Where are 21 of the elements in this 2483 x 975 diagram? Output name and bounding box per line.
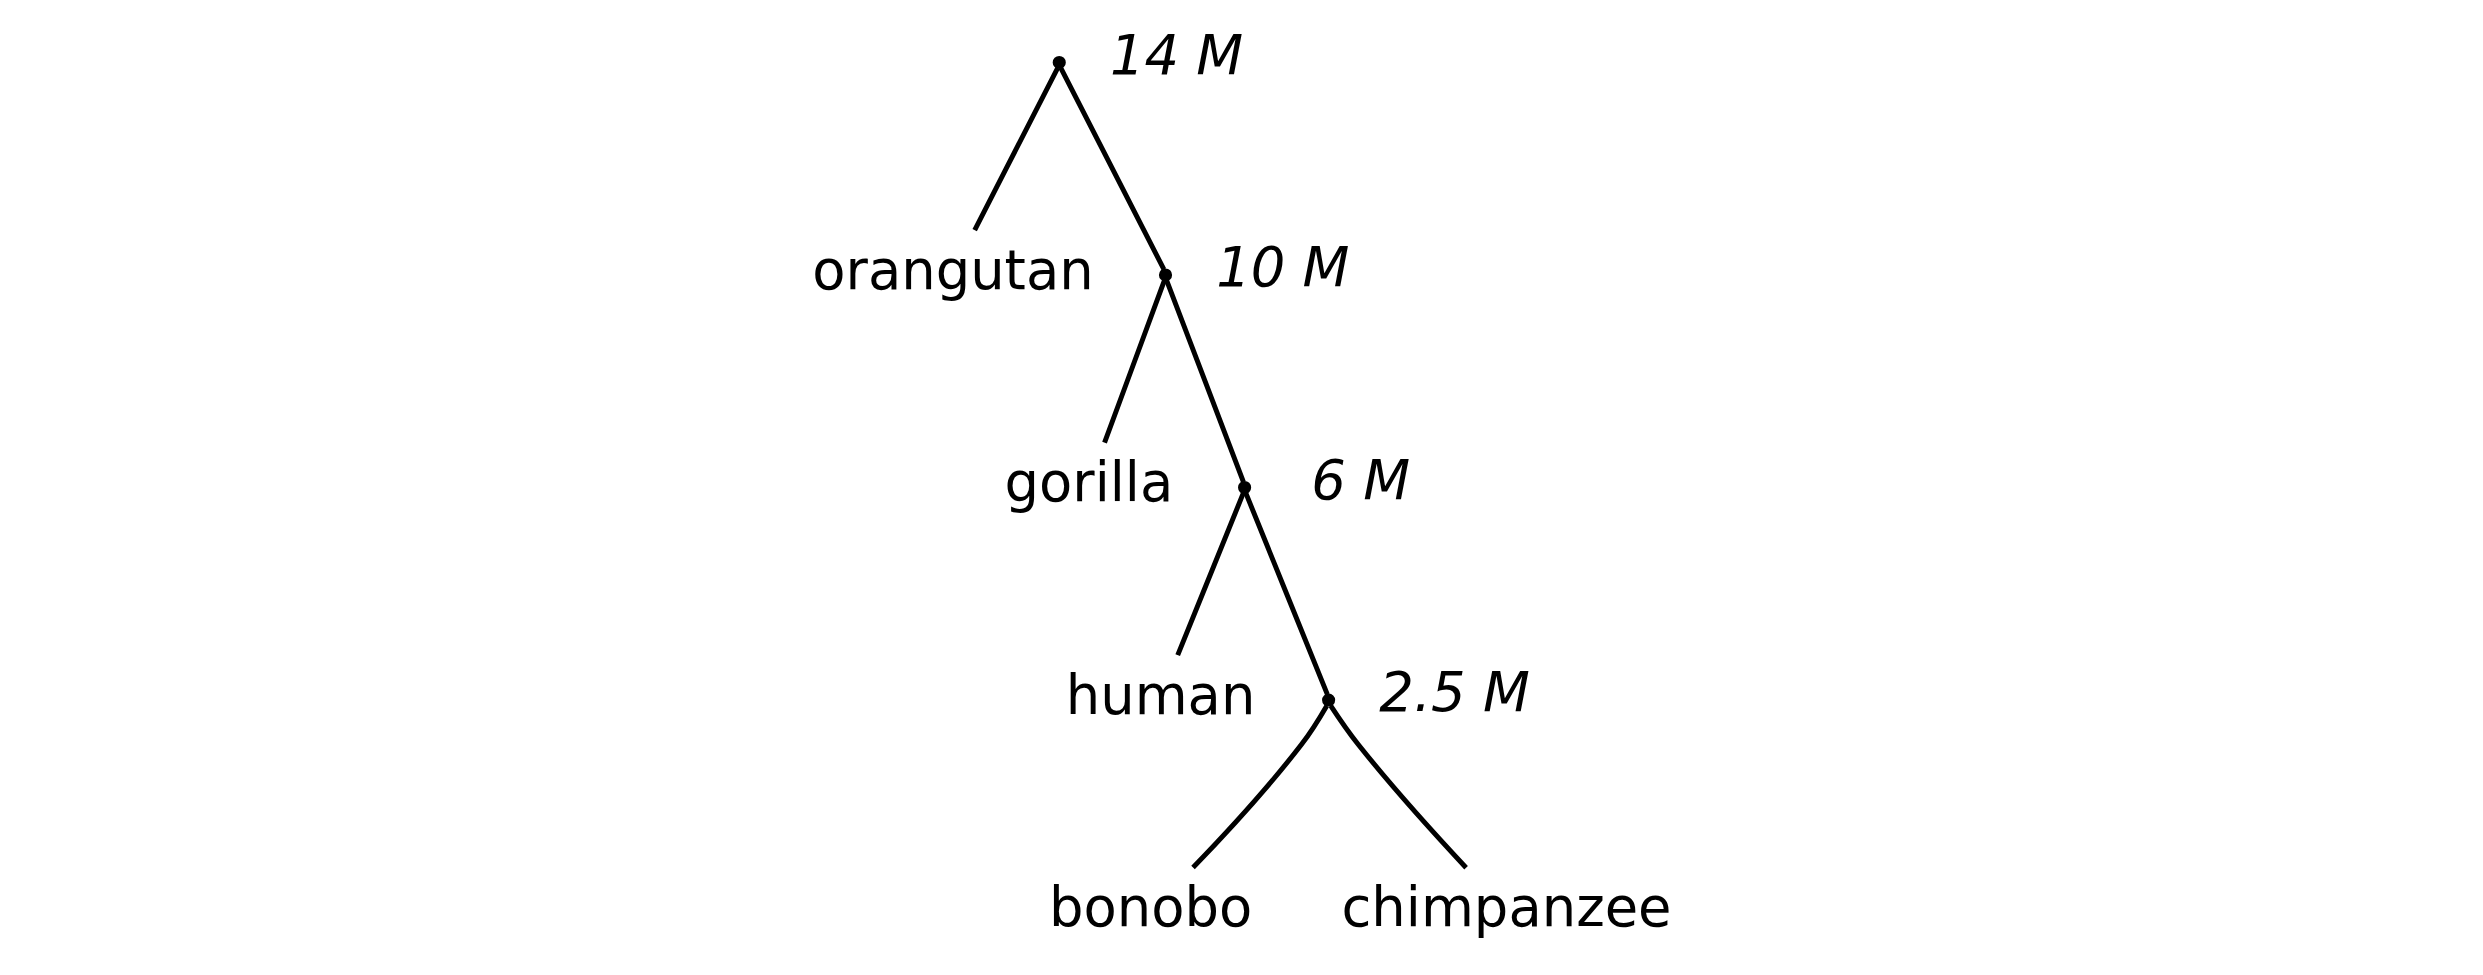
connector xyxy=(1175,492,1246,657)
connector xyxy=(1102,279,1167,444)
connector xyxy=(1164,279,1246,483)
node-text: gorilla xyxy=(1004,451,1174,515)
node-label: 14 M xyxy=(1109,23,1244,87)
node-point xyxy=(1052,55,1066,70)
connector xyxy=(1243,492,1330,696)
connector xyxy=(972,66,1060,232)
node-text: bonobo xyxy=(1049,876,1253,940)
node-text: chimpanzee xyxy=(1341,876,1672,940)
node-text: orangutan xyxy=(812,238,1094,302)
node-text: human xyxy=(1065,663,1256,727)
node-label: 2.5 M xyxy=(1379,661,1530,725)
connector xyxy=(1328,704,1468,870)
node-label: 10 M xyxy=(1216,236,1350,300)
connector xyxy=(1191,704,1329,870)
node-point xyxy=(1322,693,1336,707)
connector xyxy=(1058,66,1167,271)
node-point xyxy=(1238,480,1252,495)
node-label: 6 M xyxy=(1311,448,1411,512)
node-point xyxy=(1158,268,1173,282)
